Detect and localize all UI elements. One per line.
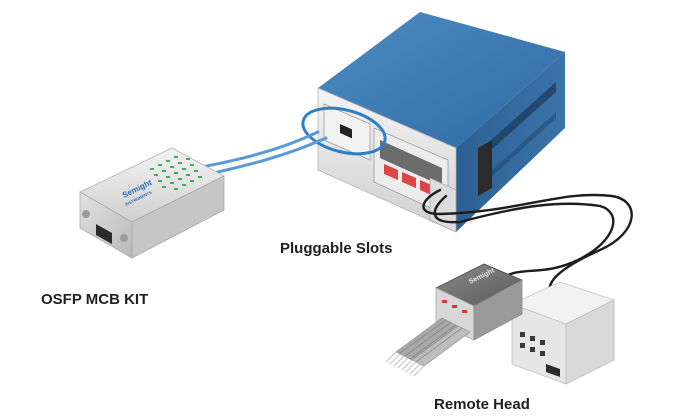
head-cables (422, 188, 633, 298)
osfp-mcb-device: Semight INSTRUMENTS (79, 147, 225, 259)
remote-head-label: Remote Head (434, 396, 530, 413)
remote-head-device: Semight (385, 263, 523, 377)
fiber-cables (194, 130, 328, 178)
osfp-mcb-kit-label: OSFP MCB KIT (41, 291, 149, 308)
vent-dots (150, 156, 202, 190)
chassis (317, 12, 565, 233)
pluggable-slots-label: Pluggable Slots (280, 240, 393, 257)
controller-box (510, 281, 616, 385)
slot-highlight-ring (301, 106, 387, 156)
